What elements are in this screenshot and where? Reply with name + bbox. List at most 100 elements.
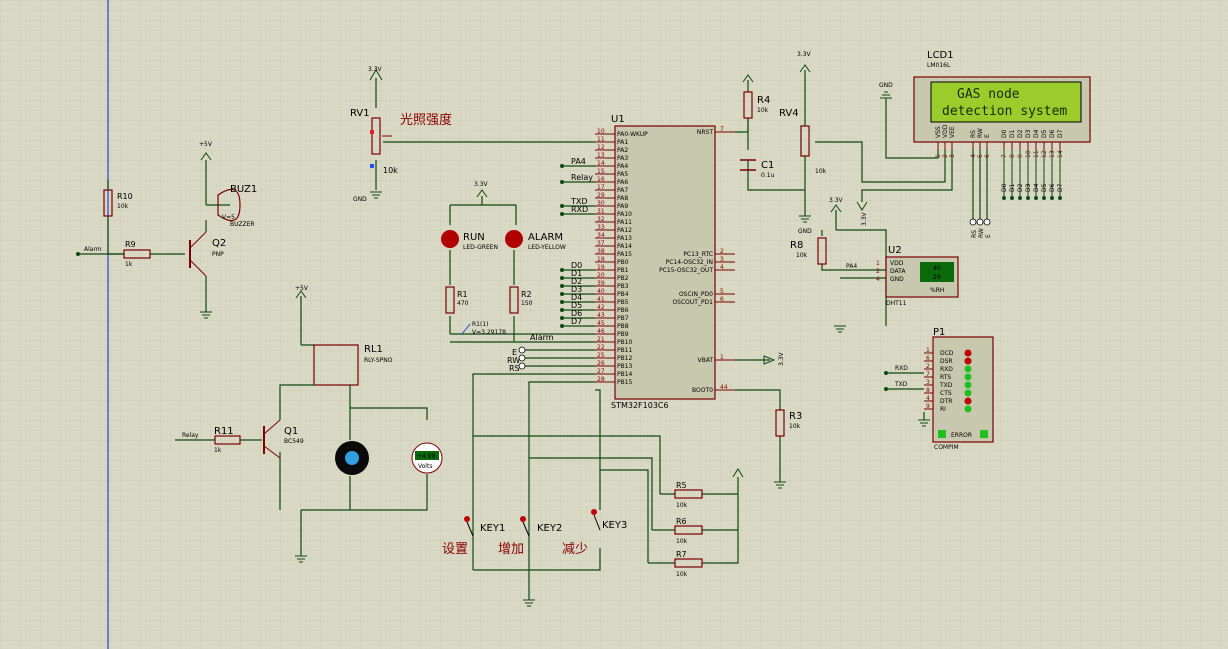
com-pin-name: CTS (940, 390, 952, 397)
net-e: E (512, 348, 517, 357)
mcu-pin-name: PB13 (617, 363, 633, 370)
svg-text:470: 470 (457, 300, 469, 307)
lcd-pin-num: 2 (942, 154, 949, 158)
mcu-pin-num: 10 (597, 128, 605, 135)
run-ref: RUN (463, 232, 485, 243)
buzzer-section: +5V BUZ1 BUZZER V=5 R10 10k Alarm R9 1k … (76, 141, 257, 319)
r3-body (775, 409, 785, 437)
lcd-pin-name: D3 (1025, 129, 1032, 138)
alarm-ref: ALARM (528, 232, 563, 243)
svg-text:10k: 10k (796, 252, 808, 259)
svg-text:RV4: RV4 (779, 108, 799, 119)
svg-text:R9: R9 (125, 240, 136, 249)
key1[interactable]: KEY1 设置 (442, 516, 505, 557)
r6-body (674, 525, 703, 535)
key2[interactable]: KEY2 增加 (498, 516, 562, 557)
net-d0: D0 (571, 261, 582, 270)
lcd-display[interactable]: LCD1 LM016L GAS node detection system VS… (856, 50, 1091, 238)
mcu-pin-num: 26 (597, 360, 605, 367)
r1-body (445, 286, 455, 314)
mcu-body[interactable] (614, 125, 716, 400)
svg-text:GND: GND (353, 196, 367, 203)
r4-body (743, 91, 753, 119)
svg-text:R10: R10 (117, 192, 133, 201)
mcu-pin-num: 22 (597, 344, 605, 351)
svg-text:增加: 增加 (498, 542, 524, 557)
svg-text:+4.98: +4.98 (417, 453, 436, 460)
alarm-led[interactable] (505, 230, 523, 248)
run-type: LED-GREEN (463, 244, 498, 251)
mcu-pin-num: 38 (597, 248, 605, 255)
relay-section: +5V RL1 RLY-SPNO +4.98 Volts Relay R11 1… (175, 285, 443, 563)
lcd-pin-name: D6 (1049, 129, 1056, 138)
mcu-pin-num: 41 (597, 296, 605, 303)
mcu-pin-name: PB8 (617, 323, 629, 330)
lcd-pin-name: D5 (1041, 129, 1048, 138)
svg-text:RLY-SPNO: RLY-SPNO (364, 357, 393, 364)
mcu-pin-num: 5 (720, 288, 724, 295)
mcu-pin-name: BOOT0 (692, 387, 713, 394)
com-led (964, 389, 972, 397)
mcu-right-pins: 7NRST2PC13_RTC3PC14-OSC32_IN4PC15-OSC32_… (659, 126, 735, 394)
mcu-pin-num: 14 (597, 160, 605, 167)
svg-text:R7: R7 (676, 550, 687, 559)
mcu-pin-name: PB14 (617, 371, 633, 378)
lcd-line1: GAS node (957, 87, 1020, 102)
mcu-pin-name: VBAT (697, 357, 713, 364)
mcu-pin-name: PA3 (617, 155, 628, 162)
rv1-potentiometer[interactable]: 3.3V RV1 10k 光照强度 GND (350, 66, 452, 203)
mcu-type: STM32F103C6 (611, 401, 669, 410)
relay-body[interactable] (313, 344, 359, 386)
com-pin-num: 4 (926, 395, 930, 402)
svg-text:29: 29 (933, 274, 941, 281)
mcu-pin-name: NRST (697, 129, 713, 136)
svg-text:RXD: RXD (895, 365, 908, 372)
net-alarm-mcu: Alarm (530, 333, 554, 342)
rv4-potentiometer[interactable]: 3.3V RV4 10k GND (779, 51, 946, 235)
r11-body (214, 435, 241, 445)
mcu-pin-num: 7 (720, 126, 724, 133)
mcu-pin-name: PA11 (617, 219, 632, 226)
r7-body (674, 558, 703, 568)
svg-text:DATA: DATA (890, 268, 906, 275)
mcu-pin-name: PB3 (617, 283, 629, 290)
mcu-pin-name: PB11 (617, 347, 633, 354)
svg-text:150: 150 (521, 300, 533, 307)
svg-text:R6: R6 (676, 517, 687, 526)
run-led[interactable] (441, 230, 459, 248)
mcu-pin-num: 32 (597, 216, 605, 223)
net-d1: D1 (571, 269, 582, 278)
mcu-left-wiring (383, 141, 601, 570)
svg-text:Volts: Volts (418, 463, 432, 470)
svg-text:R11: R11 (214, 426, 234, 437)
lcd-data-net: D5 (1041, 183, 1048, 192)
svg-text:3.3V: 3.3V (797, 51, 812, 58)
svg-text:RS: RS (971, 230, 978, 238)
lcd-line2: detection system (942, 104, 1067, 119)
svg-text:1k: 1k (214, 447, 222, 454)
lcd-screen (930, 81, 1082, 123)
svg-text:KEY2: KEY2 (537, 523, 562, 534)
svg-text:R8: R8 (790, 240, 803, 251)
com-pin-num: 7 (926, 371, 930, 378)
mcu-net-labels: PA4 Relay TXD RXD D0 D1 D2 D3 D4 D5 D6 D… (507, 157, 593, 373)
lcd-data-net: D6 (1049, 183, 1056, 192)
svg-text:+5V: +5V (295, 285, 309, 292)
key3[interactable]: KEY3 减少 (562, 509, 627, 557)
mcu-pin-num: 27 (597, 368, 605, 375)
buzzer-body[interactable] (217, 188, 241, 222)
mcu-pin-name: OSCIN_PD0 (679, 291, 713, 298)
mcu-pin-num: 17 (597, 184, 605, 191)
rv4-body (800, 125, 810, 157)
svg-text:LM016L: LM016L (927, 62, 951, 69)
lcd-data-net: D4 (1033, 183, 1040, 192)
net-txd: TXD (570, 197, 588, 206)
net-rxd: RXD (571, 205, 588, 214)
rv1-body (371, 117, 381, 155)
svg-text:COMPIM: COMPIM (934, 444, 959, 451)
